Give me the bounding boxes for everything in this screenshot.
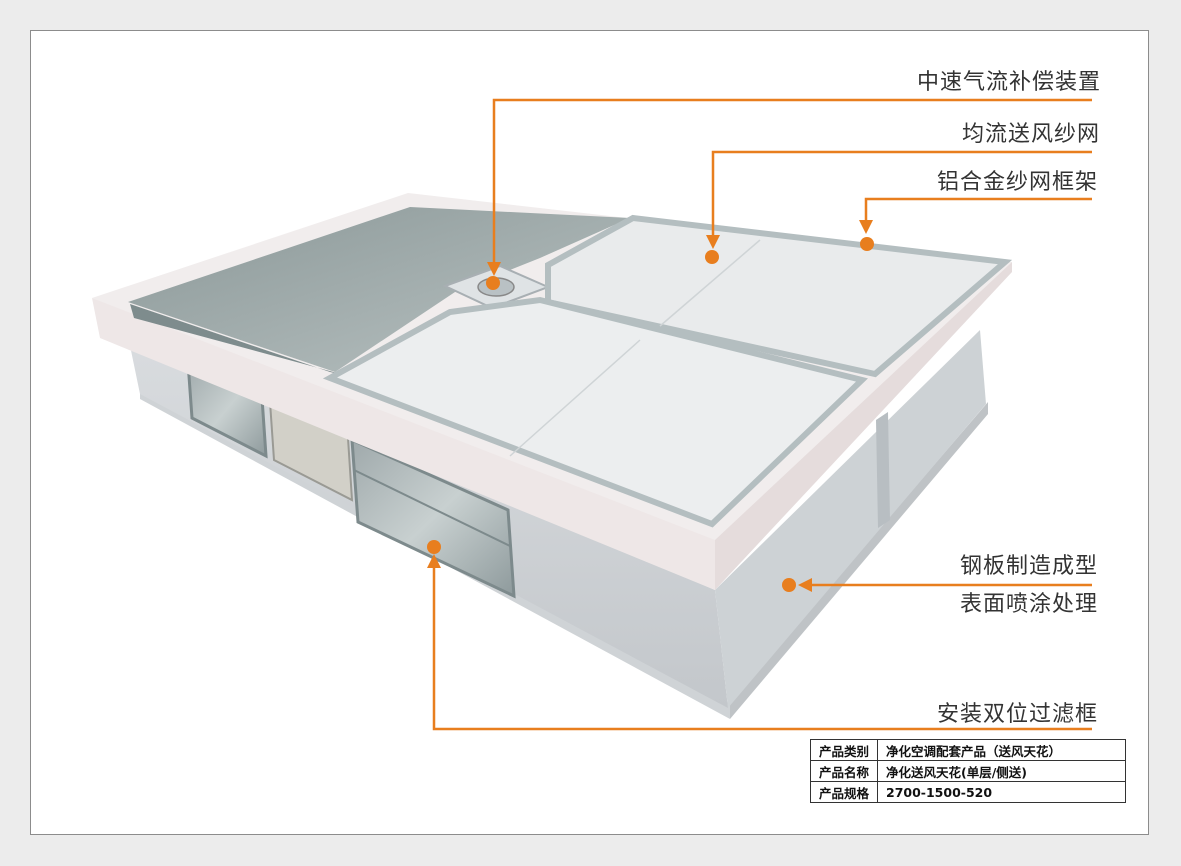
callout-dots xyxy=(427,237,874,592)
spec-value: 2700-1500-520 xyxy=(877,781,1126,803)
label-mesh-frame: 铝合金纱网框架 xyxy=(937,170,1099,195)
spec-key: 产品名称 xyxy=(810,760,878,782)
right-wall xyxy=(715,330,986,708)
spec-value: 净化送风天花(单层/侧送) xyxy=(877,760,1126,782)
filter-frames xyxy=(186,359,516,599)
table-row: 产品名称 净化送风天花(单层/侧送) xyxy=(810,760,1126,782)
side-panel xyxy=(876,412,890,528)
label-spray-coating: 表面喷涂处理 xyxy=(960,592,1099,617)
spec-key: 产品类别 xyxy=(810,739,878,761)
arrowheads xyxy=(427,220,873,592)
mesh-panel-upper xyxy=(545,214,1013,378)
label-filter-frame: 安装双位过滤框 xyxy=(937,702,1099,727)
label-mesh: 均流送风纱网 xyxy=(962,122,1101,147)
label-steel-forming: 钢板制造成型 xyxy=(960,554,1099,579)
label-compensation-device: 中速气流补偿装置 xyxy=(917,70,1102,95)
leader-lines xyxy=(432,98,1092,731)
table-row: 产品类别 净化空调配套产品（送风天花） xyxy=(810,739,1126,761)
mesh-panel-lower xyxy=(322,296,868,528)
spec-key: 产品规格 xyxy=(810,781,878,803)
duct-opening xyxy=(128,207,630,376)
table-row: 产品规格 2700-1500-520 xyxy=(810,781,1126,803)
spec-value: 净化空调配套产品（送风天花） xyxy=(877,739,1126,761)
spec-table: 产品类别 净化空调配套产品（送风天花） 产品名称 净化送风天花(单层/侧送) 产… xyxy=(810,739,1126,803)
